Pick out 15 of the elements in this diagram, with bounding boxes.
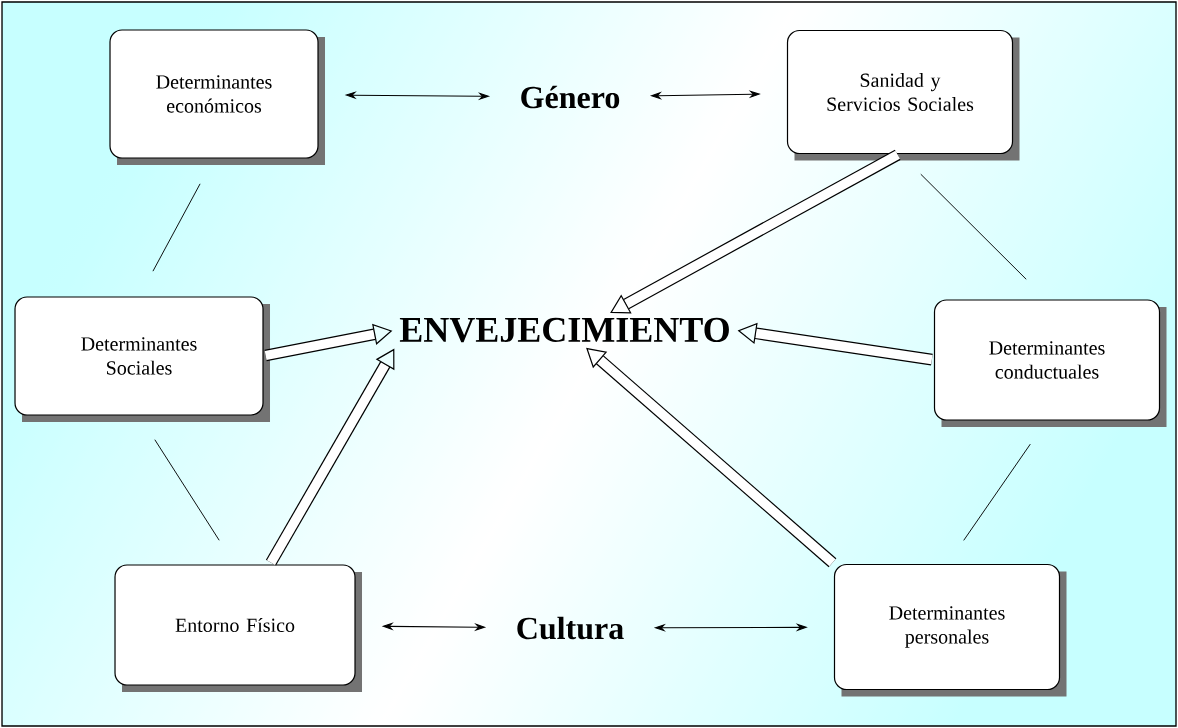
process-box: Determinantes Sociales <box>14 296 270 422</box>
block-arrow <box>610 149 901 314</box>
connector-line <box>920 173 1027 280</box>
connector-line <box>152 183 201 272</box>
connector-line <box>963 443 1031 541</box>
label-text: Género <box>521 85 620 109</box>
label-text: ENVEJECIMIENTO <box>399 317 729 343</box>
process-box: Entorno Físico <box>114 564 362 692</box>
block-arrow <box>586 347 837 568</box>
process-box: Determinantes conductuales <box>933 299 1167 427</box>
connector-line <box>154 439 220 541</box>
process-box: Determinantes económicos <box>109 29 325 165</box>
process-box: Determinantes personales <box>833 563 1067 697</box>
label-text: Cultura <box>517 616 624 640</box>
process-box: Sanidad y Servicios Sociales <box>786 29 1020 161</box>
